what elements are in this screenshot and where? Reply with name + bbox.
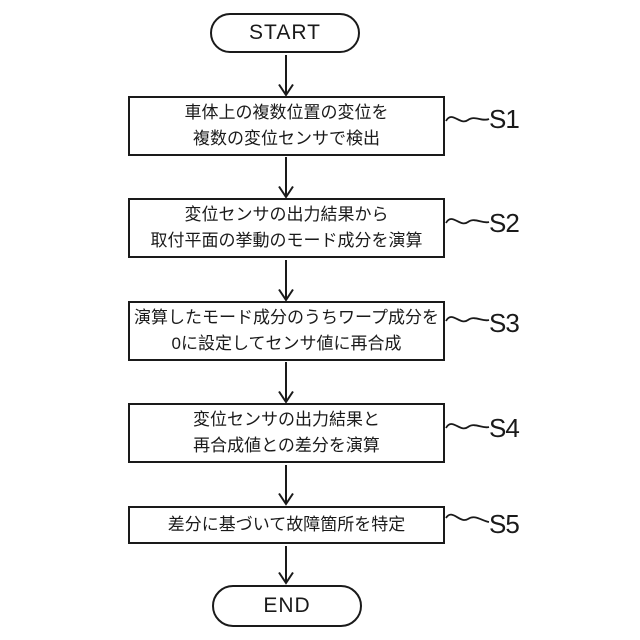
process-box-s2: 変位センサの出力結果から 取付平面の挙動のモード成分を演算 [128, 198, 445, 258]
step-label-s1: S1 [489, 104, 520, 134]
arrow-s5-to-end-icon [278, 546, 294, 585]
arrow-s4-to-s5-icon [278, 465, 294, 506]
reference-squiggle-s4 [445, 423, 490, 430]
reference-squiggle-s5 [445, 513, 490, 523]
start-label: START [249, 21, 321, 44]
process-text-s4: 変位センサの出力結果と 再合成値との差分を演算 [193, 410, 380, 455]
process-text-s1: 車体上の複数位置の変位を 複数の変位センサで検出 [184, 103, 389, 148]
step-label-s5: S5 [489, 509, 520, 539]
process-box-s3: 演算したモード成分のうちワープ成分を 0に設定してセンサ値に再合成 [128, 301, 445, 361]
arrow-s3-to-s4-icon [278, 362, 294, 404]
reference-squiggle-s2 [445, 218, 490, 225]
start-node: START [210, 13, 360, 53]
process-box-s1: 車体上の複数位置の変位を 複数の変位センサで検出 [128, 96, 445, 156]
process-text-s5: 差分に基づいて故障箇所を特定 [167, 515, 406, 534]
step-label-s3: S3 [489, 308, 520, 338]
reference-squiggle-s1 [445, 116, 490, 123]
arrow-start-to-s1-icon [278, 55, 294, 97]
step-label-s2: S2 [489, 208, 520, 238]
process-text-s3: 演算したモード成分のうちワープ成分を 0に設定してセンサ値に再合成 [134, 308, 439, 353]
arrow-s2-to-s3-icon [278, 260, 294, 302]
step-label-s4: S4 [489, 413, 520, 443]
process-text-s2: 変位センサの出力結果から 取付平面の挙動のモード成分を演算 [150, 205, 423, 250]
end-label: END [263, 594, 311, 617]
arrow-s1-to-s2-icon [278, 157, 294, 199]
reference-squiggle-s3 [445, 316, 490, 323]
end-node: END [212, 585, 362, 627]
process-box-s5: 差分に基づいて故障箇所を特定 [128, 506, 445, 544]
process-box-s4: 変位センサの出力結果と 再合成値との差分を演算 [128, 403, 445, 463]
